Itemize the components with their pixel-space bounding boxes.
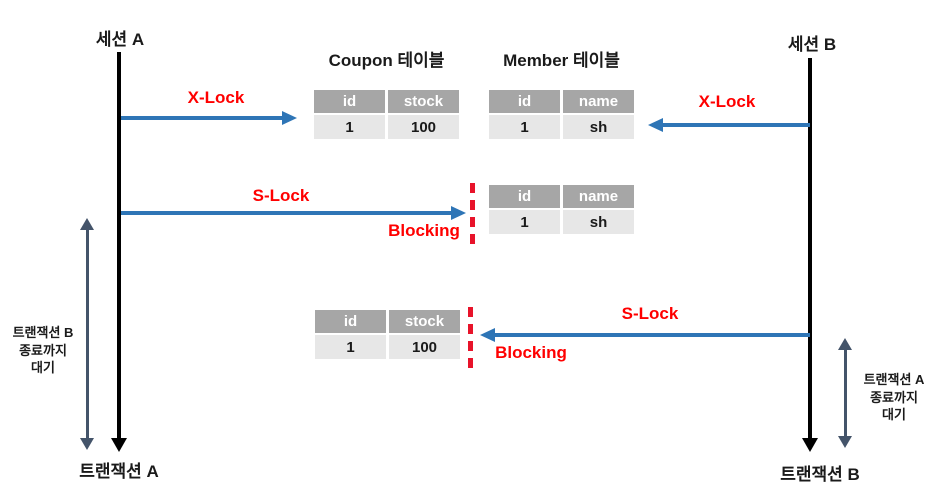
member-table-middle: id name 1 sh — [489, 185, 634, 234]
coupon-header-id: id — [314, 90, 385, 113]
xlock-a-arrowhead-icon — [282, 111, 297, 125]
session-b-lifeline — [808, 58, 812, 440]
wait-a-line1: 트랜잭션 B — [12, 325, 74, 340]
coupon-table-bottom: id stock 1 100 — [315, 310, 460, 359]
xlock-b-arrow — [662, 123, 810, 127]
blocking-a-label: Blocking — [388, 221, 460, 240]
wait-b-label: 트랜잭션 A 종료까지 대기 — [854, 371, 934, 424]
member-cell-id: 1 — [489, 210, 560, 234]
member-cell-name: sh — [563, 210, 634, 234]
wait-b-arrow-down-icon — [838, 436, 852, 448]
blocking-b-label: Blocking — [495, 343, 567, 362]
coupon-cell-stock: 100 — [388, 115, 459, 139]
wait-a-line3: 대기 — [31, 360, 55, 376]
slock-b-arrowhead-icon — [480, 328, 495, 342]
session-b-label: 세션 B — [787, 35, 837, 54]
xlock-a-label: X-Lock — [187, 88, 245, 107]
member-table-top: id name 1 sh — [489, 90, 634, 139]
xlock-b-label: X-Lock — [698, 92, 756, 111]
session-b-arrow-down-icon — [802, 438, 818, 452]
member-header-id: id — [489, 90, 560, 113]
coupon-cell-stock: 100 — [389, 335, 460, 359]
member-table-title: Member 테이블 — [503, 51, 620, 70]
wait-a-label: 트랜잭션 B 종료까지 대기 — [4, 324, 82, 377]
blocking-b-dashed-line — [468, 307, 473, 370]
transaction-b-label: 트랜잭션 B — [780, 465, 860, 484]
slock-b-arrow — [494, 333, 810, 337]
coupon-table-title: Coupon 테이블 — [328, 51, 445, 70]
xlock-a-arrow — [121, 116, 283, 120]
slock-a-arrow — [121, 211, 452, 215]
member-cell-id: 1 — [489, 115, 560, 139]
member-header-id: id — [489, 185, 560, 208]
session-a-lifeline — [117, 52, 121, 440]
transaction-a-label: 트랜잭션 A — [79, 462, 159, 481]
wait-a-line2: 종료까지 — [19, 342, 67, 358]
xlock-b-arrowhead-icon — [648, 118, 663, 132]
coupon-header-id: id — [315, 310, 386, 333]
wait-b-line2: 종료까지 — [870, 389, 918, 405]
member-header-name: name — [563, 185, 634, 208]
wait-b-span-line — [844, 348, 847, 438]
wait-a-span-line — [86, 228, 89, 440]
wait-a-arrow-up-icon — [80, 218, 94, 230]
slock-a-label: S-Lock — [252, 186, 310, 205]
wait-b-arrow-up-icon — [838, 338, 852, 350]
wait-a-arrow-down-icon — [80, 438, 94, 450]
member-cell-name: sh — [563, 115, 634, 139]
coupon-table-top: id stock 1 100 — [314, 90, 459, 139]
wait-b-line3: 대기 — [882, 407, 906, 423]
coupon-cell-id: 1 — [314, 115, 385, 139]
session-a-label: 세션 A — [95, 30, 145, 49]
member-header-name: name — [563, 90, 634, 113]
coupon-cell-id: 1 — [315, 335, 386, 359]
blocking-a-dashed-line — [470, 183, 475, 246]
slock-b-label: S-Lock — [621, 304, 679, 323]
session-a-arrow-down-icon — [111, 438, 127, 452]
coupon-header-stock: stock — [388, 90, 459, 113]
wait-b-line1: 트랜잭션 A — [863, 372, 925, 387]
slock-a-arrowhead-icon — [451, 206, 466, 220]
coupon-header-stock: stock — [389, 310, 460, 333]
